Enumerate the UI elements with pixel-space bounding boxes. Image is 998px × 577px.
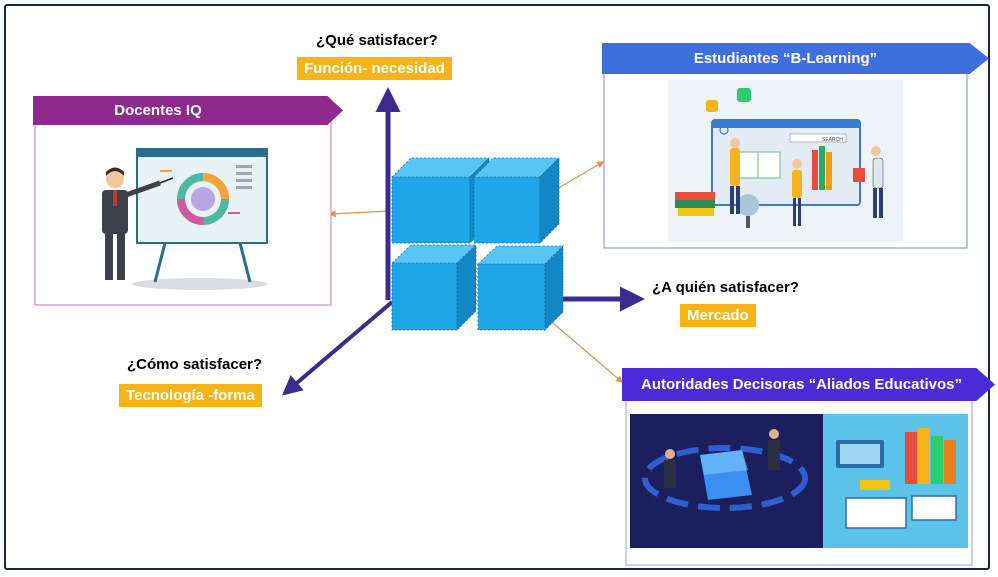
authorities-banner: Autoridades Decisoras “Aliados Educativo… [622, 368, 995, 401]
authorities-right-illustration [823, 414, 968, 548]
students-banner: Estudiantes “B-Learning” [602, 43, 989, 74]
connector-to-teachers [328, 210, 391, 218]
students-elearning-illustration: SEARCH [668, 80, 903, 242]
connector-to-authorities [539, 311, 624, 383]
axis-technology [281, 300, 394, 396]
technology-tag: Tecnología -forma [119, 384, 262, 407]
market-question: ¿A quién satisfacer? [652, 279, 799, 296]
function-question: ¿Qué satisfacer? [316, 32, 438, 49]
students-search-label: SEARCH [822, 137, 843, 143]
cube-bottom-left [390, 244, 478, 331]
authorities-left-illustration [630, 414, 823, 548]
connector-to-students [554, 161, 605, 191]
teacher-presentation-illustration [102, 148, 268, 290]
cube-bottom-right [476, 245, 564, 331]
outer-frame [4, 4, 990, 570]
students-banner-label: Estudiantes “B-Learning” [693, 50, 878, 67]
teachers-banner: Docentes IQ [33, 96, 343, 125]
function-tag: Función- necesidad [297, 57, 452, 80]
cube-top-right [473, 157, 560, 244]
market-tag: Mercado [680, 304, 756, 327]
teachers-banner-label: Docentes IQ [114, 102, 202, 119]
technology-question: ¿Cómo satisfacer? [127, 356, 263, 373]
authorities-banner-label: Autoridades Decisoras “Aliados Educativo… [641, 376, 962, 393]
